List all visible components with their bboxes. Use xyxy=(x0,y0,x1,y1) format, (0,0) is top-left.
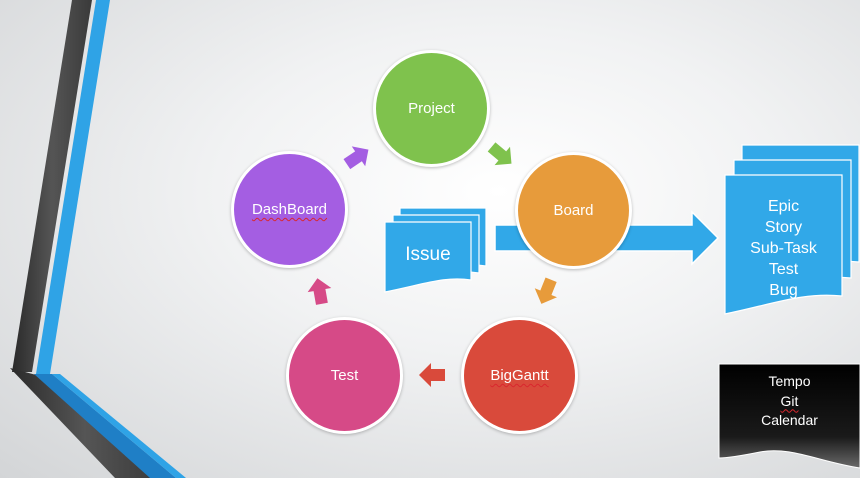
issue-type-item: Sub-Task xyxy=(750,240,817,257)
tool-item: Git xyxy=(780,392,799,409)
left-bar-blue-upper xyxy=(36,0,110,374)
issue-label: Issue xyxy=(405,244,451,265)
arrow-biggantt-to-test xyxy=(419,363,445,387)
node-test: Test xyxy=(286,317,403,434)
node-biggantt-label: BigGantt xyxy=(490,367,549,384)
arrow-dashboard-to-project xyxy=(343,146,369,170)
left-bar-dark-upper xyxy=(12,0,92,372)
issue-type-item: Story xyxy=(764,219,803,236)
node-dashboard-label: DashBoard xyxy=(251,201,328,218)
node-project: Project xyxy=(373,50,490,167)
issue-types-document-stack xyxy=(724,144,860,315)
node-project-label: Project xyxy=(408,100,455,117)
left-bar-blue-lower xyxy=(34,374,176,478)
issue-type-item: Test xyxy=(768,261,799,278)
tool-item: Calendar xyxy=(761,412,818,428)
node-dashboard: DashBoard xyxy=(231,151,348,268)
node-test-label: Test xyxy=(330,367,359,384)
node-board-label: Board xyxy=(553,202,594,219)
tools-box xyxy=(718,363,860,469)
left-bar-blue-lower-edge xyxy=(52,374,186,478)
node-board: Board xyxy=(515,152,632,269)
arrow-board-to-biggantt xyxy=(534,277,558,304)
arrow-test-to-dashboard xyxy=(307,278,332,305)
tool-item: Tempo xyxy=(768,373,811,389)
arrow-project-to-board xyxy=(487,142,512,166)
node-biggantt: BigGantt xyxy=(461,317,578,434)
issue-type-item: Bug xyxy=(769,282,798,299)
issue-document-stack xyxy=(384,207,487,293)
issue-type-item: Epic xyxy=(767,198,800,215)
